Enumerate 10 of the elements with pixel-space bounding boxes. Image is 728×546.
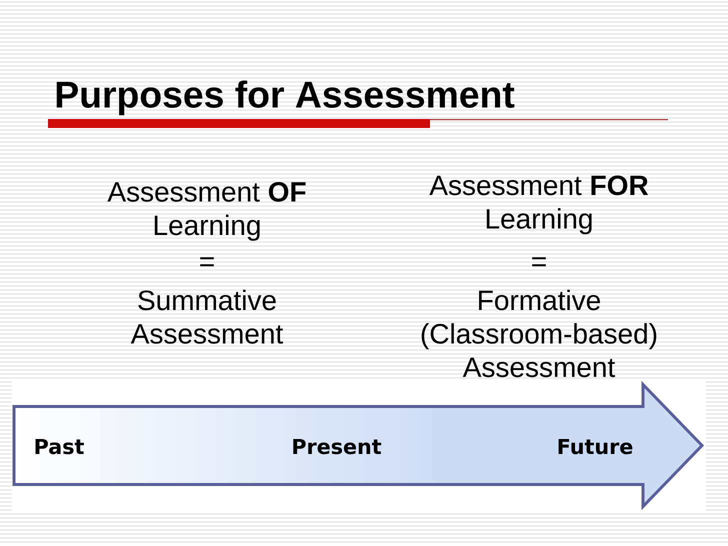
definition-text: Summative Assessment: [130, 290, 284, 344]
heading-text: Assessment FOR Learning: [429, 175, 648, 234]
equals-sign: =: [532, 257, 546, 266]
title: Purposes for Assessment: [56, 80, 514, 116]
timeline-arrow: [12, 380, 704, 510]
timeline-label: Future: [558, 438, 632, 454]
heading-text: Assessment OF Learning: [107, 182, 306, 241]
timeline-label: Past: [36, 438, 84, 454]
equals-sign: =: [200, 257, 214, 266]
timeline-label: Present: [293, 438, 382, 454]
